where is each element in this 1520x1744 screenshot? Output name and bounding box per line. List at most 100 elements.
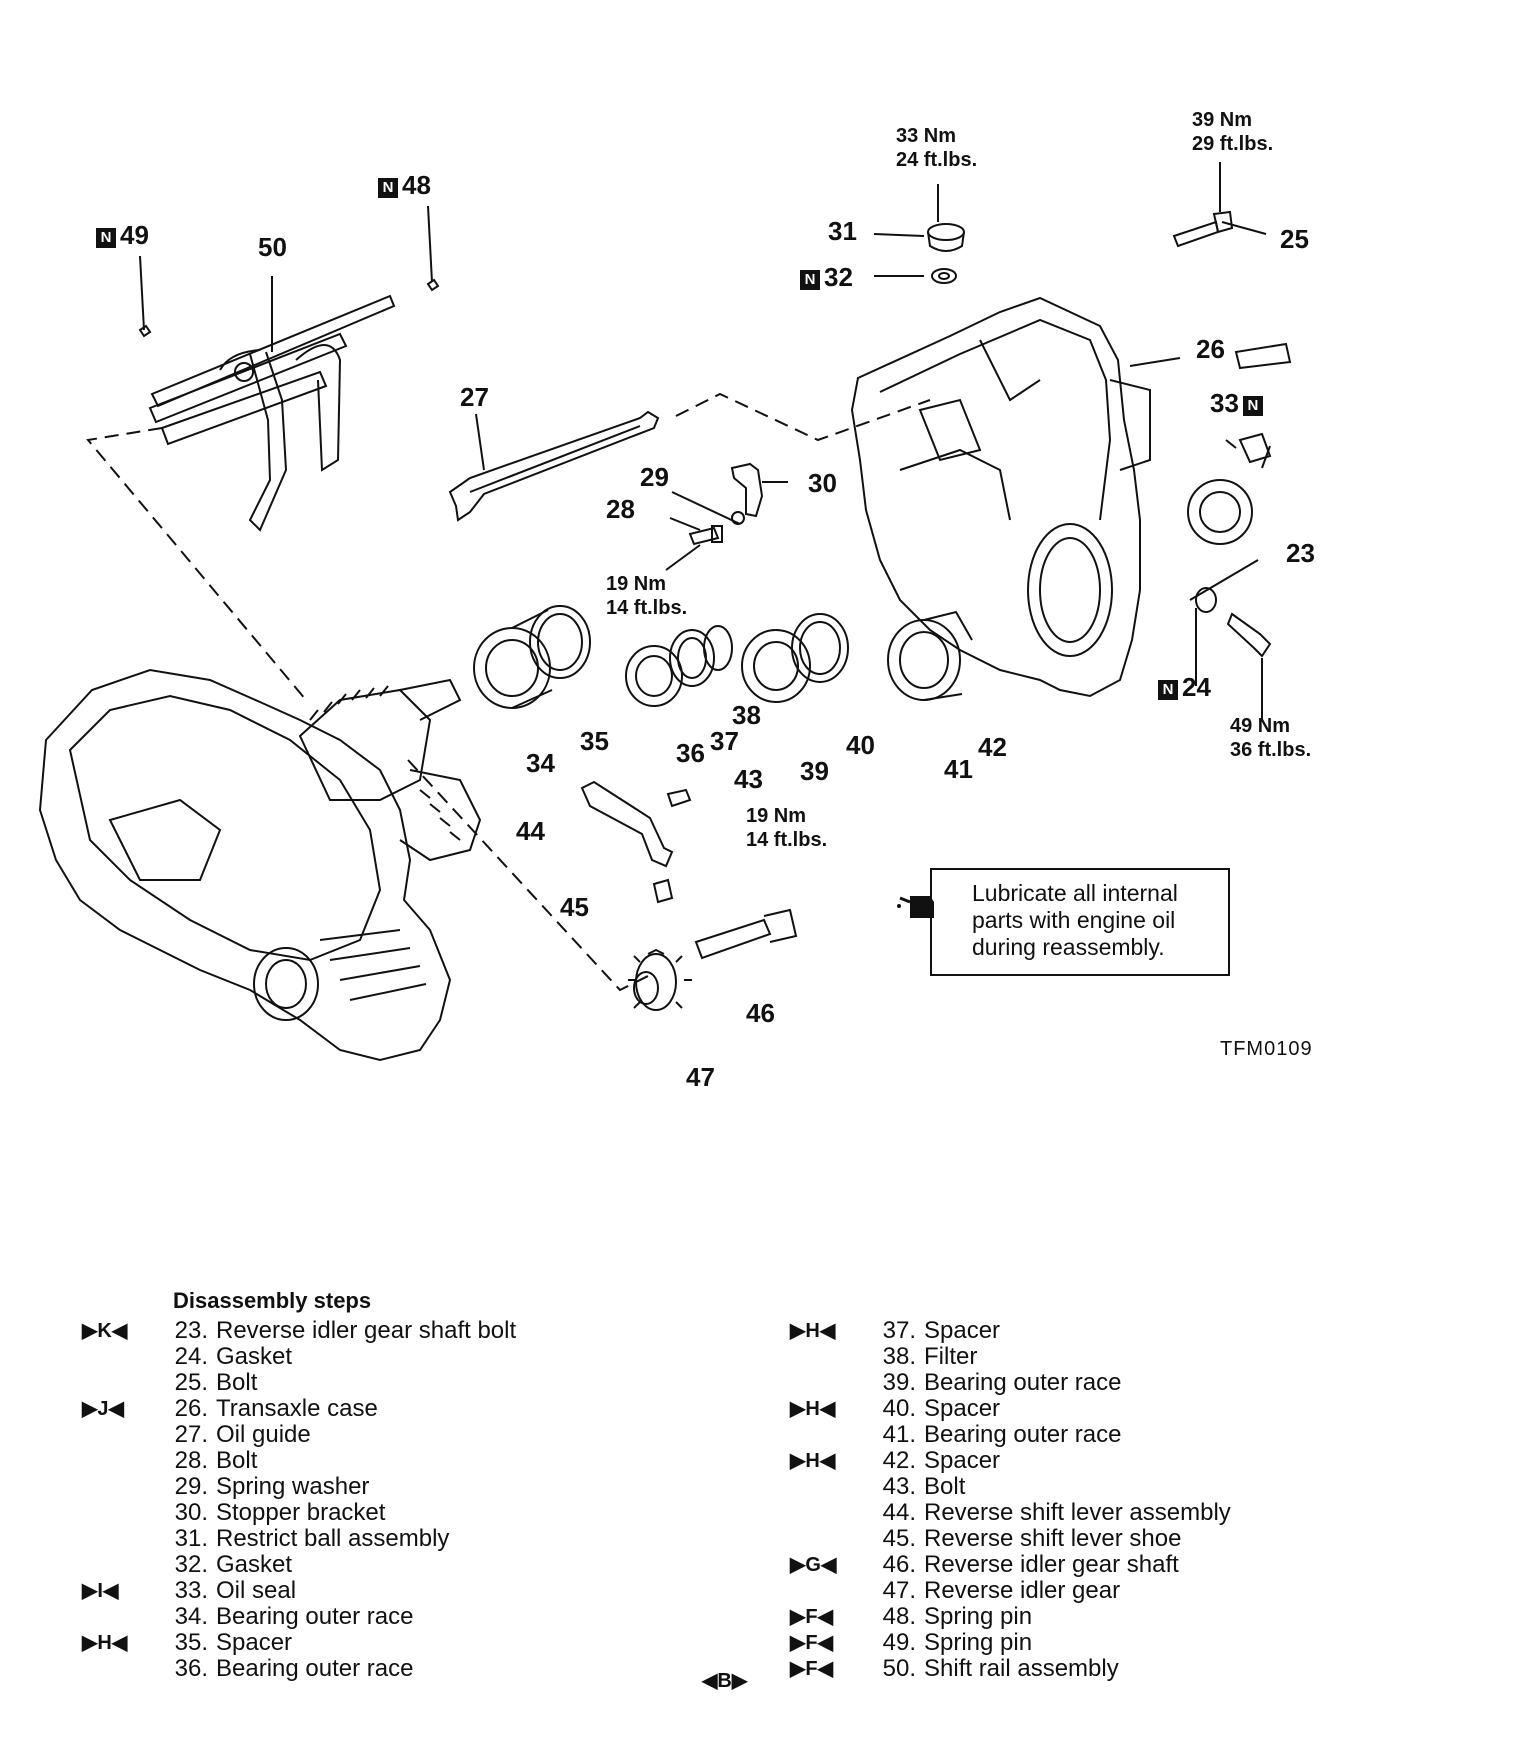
callout-46: 46 (746, 998, 775, 1028)
step-number: 32. (174, 1551, 208, 1578)
step-label: Gasket (216, 1343, 293, 1370)
lubrication-note: Lubricate all internal parts with engine… (930, 868, 1230, 976)
callout-27: 27 (460, 382, 489, 412)
step-label: Bearing outer race (924, 1421, 1122, 1448)
new-part-badge: N (96, 228, 116, 248)
service-mark: ▶F◀ (790, 1606, 833, 1628)
step-number: 45. (882, 1525, 916, 1552)
callout-47: 47 (686, 1062, 715, 1092)
step-label: Spring pin (924, 1629, 1033, 1656)
callout-44: 44 (516, 816, 545, 846)
step-label: Reverse shift lever assembly (924, 1499, 1231, 1526)
exploded-view-diagram (38, 162, 1292, 1062)
step-label: Reverse idler gear (924, 1577, 1121, 1604)
step-label: Bolt (924, 1473, 966, 1500)
new-part-badge: N (1242, 396, 1263, 416)
service-mark: ▶H◀ (82, 1632, 128, 1654)
service-mark: ▶G◀ (790, 1554, 837, 1576)
callout-23: 23 (1286, 538, 1315, 568)
step-label: Spacer (924, 1317, 1001, 1344)
step-label: Transaxle case (216, 1395, 378, 1422)
step-number: 29. (174, 1473, 208, 1500)
step-number: 48. (882, 1603, 916, 1630)
callout-41: 41 (944, 754, 973, 784)
service-mark: ▶F◀ (790, 1632, 833, 1654)
step-number: 28. (174, 1447, 208, 1474)
step-label: Reverse shift lever shoe (924, 1525, 1182, 1552)
step-label: Oil guide (216, 1421, 311, 1448)
new-part-badge: N (800, 270, 820, 290)
service-mark: ▶F◀ (790, 1658, 833, 1680)
step-number: 34. (174, 1603, 208, 1630)
step-number: 31. (174, 1525, 208, 1552)
step-label: Bearing outer race (924, 1369, 1122, 1396)
step-label: Bolt (216, 1447, 258, 1474)
step-number: 39. (882, 1369, 916, 1396)
callout-35: 35 (580, 726, 609, 756)
step-number: 44. (882, 1499, 916, 1526)
callout-50: 50 (258, 232, 287, 262)
callout-40: 40 (846, 730, 875, 760)
step-label: Spacer (924, 1395, 1001, 1422)
callout-37: 37 (710, 726, 739, 756)
service-mark-b: ◀B▶ (702, 1670, 748, 1692)
service-mark: ▶J◀ (82, 1398, 124, 1420)
step-number: 43. (882, 1473, 916, 1500)
step-number: 49. (882, 1629, 916, 1656)
step-label: Spacer (216, 1629, 293, 1656)
step-label: Spacer (924, 1447, 1001, 1474)
service-mark: ▶I◀ (82, 1580, 119, 1602)
step-number: 40. (882, 1395, 916, 1422)
figure-reference: TFM0109 (1220, 1038, 1313, 1060)
step-label: Gasket (216, 1551, 293, 1578)
step-number: 33. (174, 1577, 208, 1604)
callout-29: 29 (640, 462, 669, 492)
step-label: Restrict ball assembly (216, 1525, 450, 1552)
callout-30: 30 (808, 468, 837, 498)
new-part-badge: N (1158, 680, 1178, 700)
step-number: 38. (882, 1343, 916, 1370)
step-number: 42. (882, 1447, 916, 1474)
step-number: 37. (882, 1317, 916, 1344)
callout-31: 31 (828, 216, 857, 246)
callout-28: 28 (606, 494, 635, 524)
step-number: 30. (174, 1499, 208, 1526)
step-label: Filter (924, 1343, 978, 1370)
service-mark: ▶H◀ (790, 1398, 836, 1420)
step-label: Shift rail assembly (924, 1655, 1119, 1682)
step-label: Spring washer (216, 1473, 370, 1500)
service-mark: ▶H◀ (790, 1320, 836, 1342)
oil-can-icon (897, 896, 934, 918)
step-label: Bolt (216, 1369, 258, 1396)
service-mark: ▶K◀ (82, 1320, 128, 1342)
step-label: Oil seal (216, 1577, 297, 1604)
step-label: Spring pin (924, 1603, 1033, 1630)
step-number: 26. (174, 1395, 208, 1422)
step-number: 35. (174, 1629, 208, 1656)
callout-36: 36 (676, 738, 705, 768)
callout-26: 26 (1196, 334, 1225, 364)
callout-25: 25 (1280, 224, 1309, 254)
steps-title: Disassembly steps (173, 1288, 372, 1313)
step-number: 47. (882, 1577, 916, 1604)
service-mark: ▶H◀ (790, 1450, 836, 1472)
callout-42: 42 (978, 732, 1007, 762)
step-label: Reverse idler gear shaft (924, 1551, 1179, 1578)
step-number: 23. (174, 1317, 208, 1344)
step-number: 50. (882, 1655, 916, 1682)
step-number: 41. (882, 1421, 916, 1448)
step-number: 24. (174, 1343, 208, 1370)
step-number: 36. (174, 1655, 208, 1682)
step-label: Bearing outer race (216, 1655, 414, 1682)
new-part-badge: N (378, 178, 398, 198)
step-label: Stopper bracket (216, 1499, 386, 1526)
